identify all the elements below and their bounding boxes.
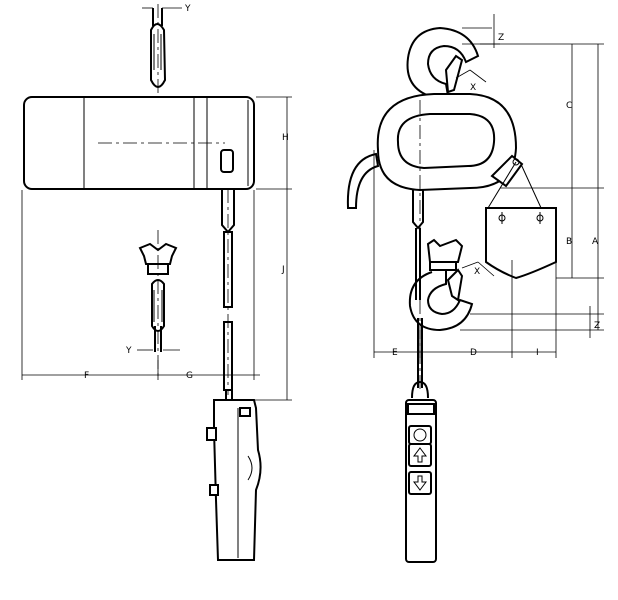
- chain-front: [221, 189, 235, 395]
- side-view: X: [346, 14, 604, 563]
- label-J: J: [281, 265, 285, 275]
- label-H: H: [282, 133, 289, 143]
- label-Z-top: Z: [498, 33, 504, 43]
- label-X-top: X: [470, 83, 476, 93]
- label-Y-bottom: Y: [125, 346, 132, 356]
- bottom-hook-front: [138, 230, 178, 378]
- label-E: E: [392, 348, 398, 358]
- label-F: F: [84, 371, 89, 381]
- label-C: C: [566, 101, 572, 111]
- chain-bag: [485, 161, 557, 280]
- hoist-body-side: [346, 93, 524, 390]
- label-Y-top: Y: [184, 4, 191, 14]
- top-hook-front: [150, 4, 167, 100]
- pendant-front: [206, 390, 262, 561]
- front-dimensions: F G H J Y Y: [21, 4, 292, 401]
- chain-side: [412, 190, 424, 300]
- pendant-side: [405, 318, 437, 563]
- label-B: B: [566, 237, 572, 247]
- bottom-hook-side: X: [408, 238, 495, 332]
- label-G: G: [186, 371, 193, 381]
- label-X-bottom: X: [474, 267, 480, 277]
- top-hook-side: X: [406, 26, 487, 109]
- label-I: I: [536, 348, 539, 358]
- hoist-body-front: [23, 96, 255, 190]
- label-Z-bottom: Z: [594, 321, 600, 331]
- label-D: D: [470, 348, 477, 358]
- front-view: F G H J Y Y: [21, 4, 292, 561]
- label-A: A: [592, 237, 599, 247]
- side-dimensions: E D I C B A Z Z: [373, 14, 604, 358]
